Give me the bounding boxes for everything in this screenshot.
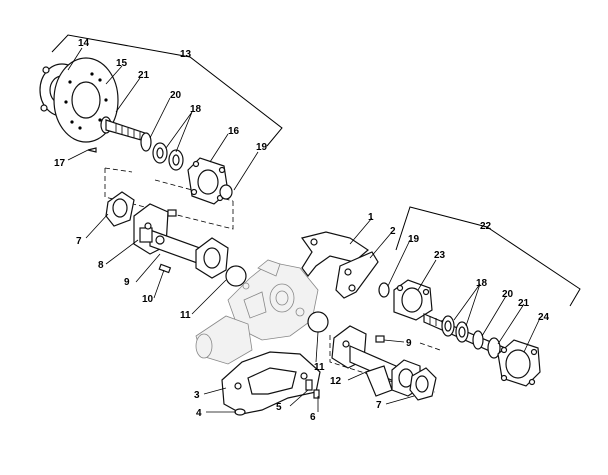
callout-13: 13 xyxy=(180,49,192,60)
snap-ring-20-upper xyxy=(140,132,152,152)
bolt-6 xyxy=(313,389,320,399)
gasket-7-lower xyxy=(409,367,437,401)
callout-15: 15 xyxy=(116,58,128,69)
o-ring-11-lower xyxy=(307,311,329,333)
o-ring-19-upper xyxy=(219,184,233,200)
bolt-10 xyxy=(158,263,172,274)
callout-3: 3 xyxy=(194,390,200,401)
callout-11-lower: 11 xyxy=(314,362,325,373)
callout-20-upper: 20 xyxy=(170,90,182,101)
callout-17: 17 xyxy=(54,158,66,169)
callout-11-upper: 11 xyxy=(180,310,191,321)
bolt-9-lower xyxy=(375,335,385,343)
axle-flange-upper xyxy=(195,237,229,279)
callout-14: 14 xyxy=(78,38,90,49)
callout-10: 10 xyxy=(142,294,154,305)
callout-16: 16 xyxy=(228,126,240,137)
o-ring-11-upper xyxy=(225,265,247,287)
callout-21-right: 21 xyxy=(518,298,530,309)
callout-21-upper: 21 xyxy=(138,70,150,81)
hub-24 xyxy=(497,339,541,387)
assembly-13-bracket xyxy=(51,34,283,147)
seal-21-right xyxy=(487,337,501,359)
callout-19-right: 19 xyxy=(408,234,420,245)
axle-housing-8 xyxy=(133,203,201,265)
o-ring-19-right xyxy=(378,282,390,298)
callout-18-upper: 18 xyxy=(190,104,202,115)
callout-23: 23 xyxy=(434,250,446,261)
bolt-5 xyxy=(305,379,313,391)
bearings-18-upper xyxy=(152,142,184,171)
bearings-18-right xyxy=(441,315,469,343)
bearing-housing-16 xyxy=(187,157,229,205)
brake-bracket-1 xyxy=(300,231,369,277)
assembly-22-bracket xyxy=(395,206,581,307)
callout-2: 2 xyxy=(390,226,396,237)
brake-lever-2 xyxy=(335,251,379,299)
callout-6: 6 xyxy=(310,412,316,423)
skid-plate-3 xyxy=(221,351,321,415)
callout-24: 24 xyxy=(538,312,550,323)
callout-7-upper: 7 xyxy=(76,236,82,247)
screw-17 xyxy=(87,147,97,153)
callout-9-lower: 9 xyxy=(406,338,412,349)
bearing-housing-23 xyxy=(393,279,433,321)
axle-housing-12 xyxy=(331,325,397,397)
callout-22: 22 xyxy=(480,221,492,232)
callout-7-lower: 7 xyxy=(376,400,382,411)
callout-5: 5 xyxy=(276,402,282,413)
transmission-housing xyxy=(195,259,319,365)
callout-19-upper: 19 xyxy=(256,142,268,153)
callout-1: 1 xyxy=(368,212,374,223)
bolt-9-upper xyxy=(167,209,177,217)
leader-lines xyxy=(67,47,541,413)
nut-4 xyxy=(234,408,246,416)
callout-20-right: 20 xyxy=(502,289,514,300)
callout-12: 12 xyxy=(330,376,342,387)
callout-9-upper: 9 xyxy=(124,277,130,288)
gasket-7-upper xyxy=(105,191,135,227)
callout-8: 8 xyxy=(98,260,104,271)
callout-4: 4 xyxy=(196,408,202,419)
snap-ring-20-right xyxy=(472,330,484,350)
callout-18-right: 18 xyxy=(476,278,488,289)
